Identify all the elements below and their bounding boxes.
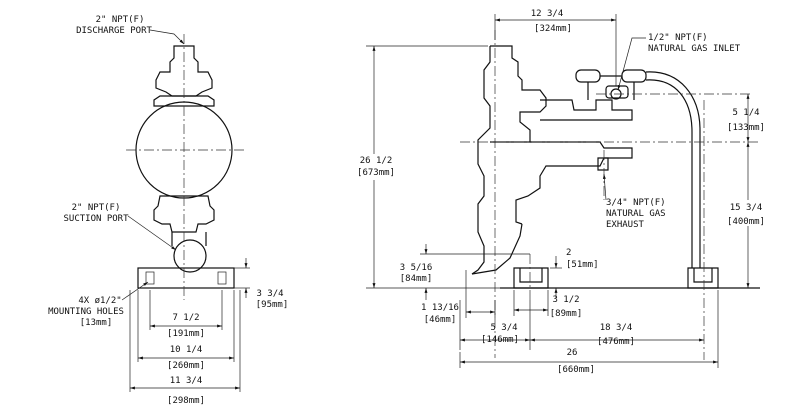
mounting-holes-label-line2: MOUNTING HOLES [48, 307, 124, 317]
side-air-valve [540, 99, 633, 121]
dim-port-height: 3 5/16 [400, 263, 433, 273]
dim-overall-height: 26 1/2 [360, 156, 393, 166]
dim-port-offset-mm: [46mm] [424, 315, 457, 325]
dim-overall-width-mm: [298mm] [167, 396, 205, 406]
side-gas-pipe [645, 71, 701, 268]
dim-port-offset: 1 13/16 [421, 303, 459, 313]
discharge-port-label-line2: DISCHARGE PORT [76, 26, 152, 36]
dim-overall-length: 26 [567, 348, 578, 358]
dim-inlet-to-foot-mm: [146mm] [481, 335, 519, 345]
side-left-foot [513, 267, 549, 289]
dim-base-height-mm: [95mm] [256, 300, 289, 310]
front-view: 2" NPT(F) DISCHARGE PORT 2" NPT(F) SUCTI… [48, 15, 288, 406]
dim-top-width-mm: [324mm] [534, 24, 572, 34]
suction-port-label-line2: SUCTION PORT [63, 214, 129, 224]
dim-foot-spacing: 18 3/4 [600, 323, 633, 333]
front-lower-manifold [153, 195, 215, 233]
mounting-holes-label-line1: 4X ø1/2" [78, 296, 121, 306]
gas-exhaust-label-line3: EXHAUST [606, 220, 645, 230]
front-base-plate [137, 267, 235, 289]
dim-base-width-mm: [260mm] [167, 361, 205, 371]
dim-hole-spacing: 7 1/2 [172, 313, 199, 323]
dim-overall-height-mm: [673mm] [357, 168, 395, 178]
front-top-manifold [153, 95, 215, 107]
dim-foot-width: 3 1/2 [552, 295, 579, 305]
side-gas-inlet-fitting-left [575, 69, 601, 83]
gas-inlet-label-line1: 1/2" NPT(F) [648, 33, 708, 43]
dim-overall-length-mm: [660mm] [557, 365, 595, 375]
dim-top-width: 12 3/4 [531, 9, 564, 19]
side-gas-inlet-fitting-right [621, 69, 647, 83]
side-right-foot [687, 267, 719, 289]
dim-foot-spacing-mm: [476mm] [597, 337, 635, 347]
gas-exhaust-label-line2: NATURAL GAS [606, 209, 666, 219]
dim-inlet-offset-mm: [133mm] [727, 123, 765, 133]
side-discharge-stack [490, 45, 547, 143]
dim-exhaust-height-mm: [400mm] [727, 217, 765, 227]
dim-foot-width-mm: [89mm] [550, 309, 583, 319]
mounting-holes-label-line3: [13mm] [80, 318, 113, 328]
dim-inlet-offset: 5 1/4 [732, 108, 759, 118]
suction-port-label-line1: 2" NPT(F) [72, 203, 121, 213]
dim-foot-height: 2 [566, 248, 571, 258]
dim-foot-height-mm: [51mm] [566, 260, 599, 270]
dim-exhaust-height: 15 3/4 [730, 203, 763, 213]
side-gas-exhaust [597, 157, 609, 171]
dim-hole-spacing-mm: [191mm] [167, 329, 205, 339]
dim-base-height: 3 3/4 [256, 289, 283, 299]
dim-overall-width: 11 3/4 [170, 376, 203, 386]
gas-exhaust-label-line1: 3/4" NPT(F) [606, 198, 666, 208]
front-suction-port [173, 239, 207, 273]
discharge-port-label-line1: 2" NPT(F) [96, 15, 145, 25]
gas-inlet-label-line2: NATURAL GAS INLET [648, 44, 741, 54]
dim-inlet-to-foot: 5 3/4 [490, 323, 517, 333]
dim-base-width: 10 1/4 [170, 345, 203, 355]
side-view: 12 3/4 [324mm] 1/2" NPT(F) NATURAL GAS I… [348, 9, 776, 375]
dim-port-height-mm: [84mm] [400, 274, 433, 284]
side-pump-body [471, 46, 491, 275]
